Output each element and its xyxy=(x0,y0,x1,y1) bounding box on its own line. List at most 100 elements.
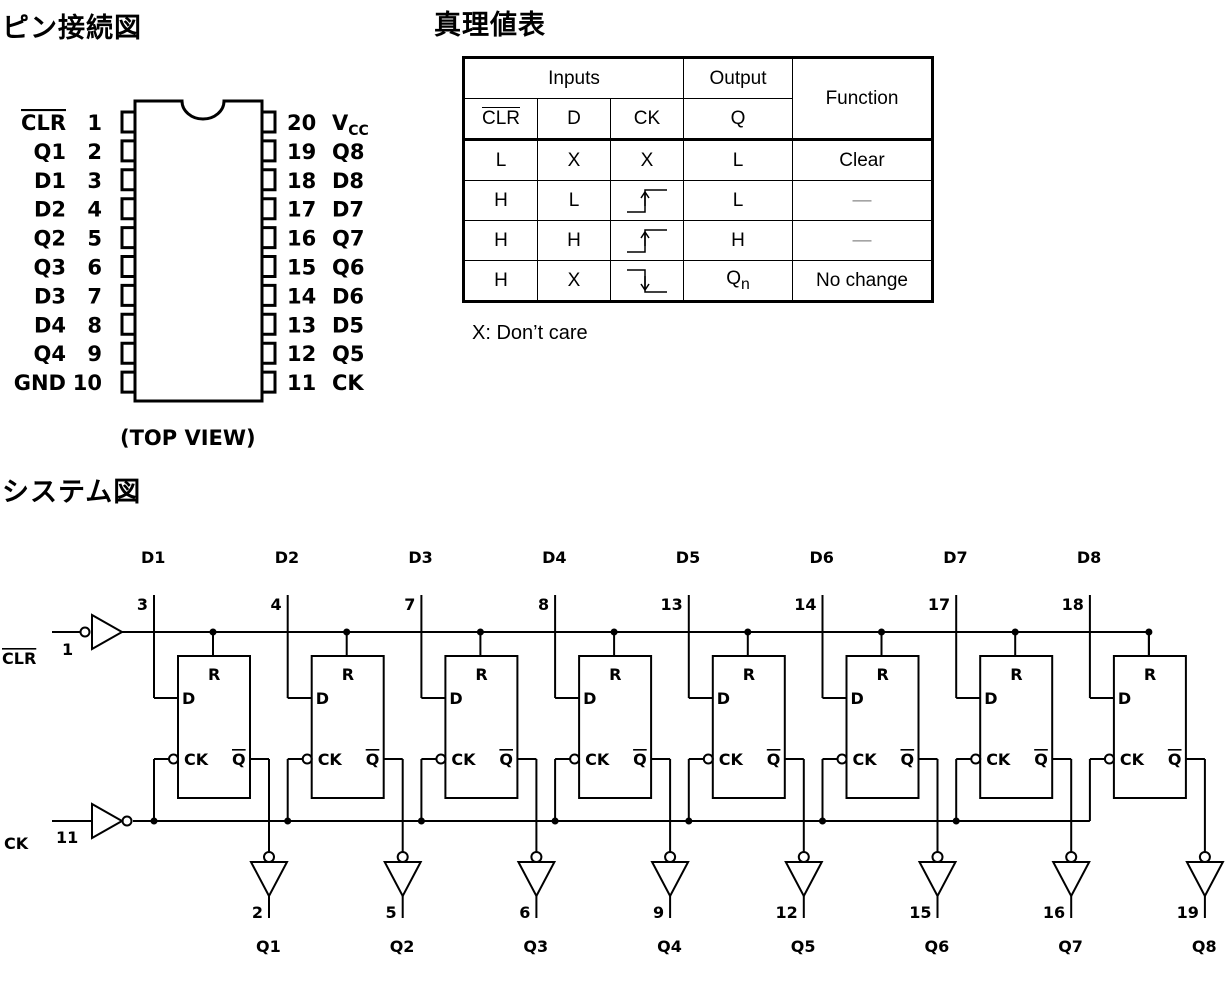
falling-edge-icon xyxy=(627,268,667,293)
dont-care-note: X: Don’t care xyxy=(472,322,588,344)
pin-lead xyxy=(262,312,277,336)
clr-column-header: CLR xyxy=(481,107,520,129)
junction-dot xyxy=(952,817,960,825)
pin-number: 18 xyxy=(287,169,316,193)
output-buffer-triangle xyxy=(917,861,958,899)
function-header: Function xyxy=(792,57,933,141)
junction-dot xyxy=(878,628,885,636)
q-pin-number: 19 xyxy=(1177,903,1199,922)
table-row: H X Qn No change xyxy=(463,260,933,302)
d-input-label: D3 xyxy=(408,548,432,567)
ck-pin-number: 11 xyxy=(56,828,78,847)
pin-name: D8 xyxy=(332,169,364,193)
d-pin-number: 13 xyxy=(661,595,683,614)
inversion-bubble xyxy=(121,815,133,827)
q-pin-number: 9 xyxy=(653,903,664,922)
pin-lead xyxy=(262,139,277,163)
pin-number: 3 xyxy=(87,169,102,193)
q-cell: L xyxy=(683,180,793,221)
ff-d-label: D xyxy=(583,689,596,708)
inversion-bubble xyxy=(1198,851,1211,863)
q-output-label: Q6 xyxy=(925,937,950,956)
pin-name: D7 xyxy=(332,198,364,222)
junction-dot xyxy=(551,817,559,825)
d-cell: X xyxy=(537,260,611,302)
table-row: H L L — xyxy=(463,180,933,221)
ck-cell xyxy=(610,220,684,261)
pin-number: 10 xyxy=(73,371,102,395)
pin-number: 14 xyxy=(287,284,316,308)
pin-number: 20 xyxy=(287,111,316,135)
q-pin-number: 5 xyxy=(386,903,397,922)
buffer-triangle xyxy=(91,802,125,840)
table-row: H H H — xyxy=(463,220,933,261)
inversion-bubble xyxy=(301,753,313,765)
pin-name: Q7 xyxy=(332,227,364,251)
d-pin-number: 14 xyxy=(794,595,816,614)
d-input-label: D4 xyxy=(542,548,566,567)
q-column-header: Q xyxy=(683,98,793,141)
pin-lead xyxy=(262,197,277,221)
ff-d-label: D xyxy=(1118,689,1131,708)
pin-number: 2 xyxy=(87,140,102,164)
pin-name: CLR xyxy=(21,111,66,135)
inversion-bubble xyxy=(836,753,848,765)
ff-d-label: D xyxy=(449,689,462,708)
function-cell: Clear xyxy=(792,139,933,181)
q-output-label: Q4 xyxy=(657,937,682,956)
pin-name: VCC xyxy=(332,111,369,139)
d-input-label: D2 xyxy=(275,548,299,567)
function-cell: — xyxy=(792,220,933,261)
pin-number: 11 xyxy=(287,371,316,395)
pin-lead xyxy=(120,226,135,250)
q-pin-number: 15 xyxy=(909,903,931,922)
pin-number: 1 xyxy=(87,111,102,135)
junction-dot xyxy=(1011,628,1019,636)
clr-cell: L xyxy=(463,139,538,181)
inversion-bubble xyxy=(970,753,982,765)
pin-name: CK xyxy=(332,371,364,395)
inversion-bubble xyxy=(702,753,714,765)
output-buffer-triangle xyxy=(650,861,690,899)
rising-edge-icon xyxy=(627,228,667,253)
table-row: L X X L Clear xyxy=(463,139,933,181)
inversion-bubble xyxy=(168,753,179,765)
q-subscript: n xyxy=(740,275,750,293)
ff-d-label: D xyxy=(717,689,730,708)
pin-name: Q1 xyxy=(34,140,66,164)
pin-number: 4 xyxy=(87,198,102,222)
ff-d-label: D xyxy=(984,689,997,708)
pin-lead xyxy=(262,283,277,307)
pin-lead xyxy=(120,139,135,163)
q-output-label: Q7 xyxy=(1058,937,1083,956)
q-output-label: Q1 xyxy=(256,937,281,956)
q-output-label: Q5 xyxy=(791,937,816,956)
pin-lead xyxy=(120,312,135,336)
pin-lead xyxy=(120,168,135,192)
junction-dot xyxy=(610,628,618,636)
output-buffer-triangle xyxy=(1051,861,1091,899)
ff-ck-label: CK xyxy=(451,750,476,769)
system-diagram-heading: システム図 xyxy=(2,477,142,508)
rising-edge-icon xyxy=(627,188,667,213)
pin-name: Q2 xyxy=(34,227,66,251)
ff-r-label: R xyxy=(743,665,755,684)
junction-dot xyxy=(343,628,351,636)
d-input-label: D5 xyxy=(676,548,700,567)
d-pin-number: 18 xyxy=(1062,595,1084,614)
q-pin-number: 6 xyxy=(519,903,530,922)
ff-d-label: D xyxy=(851,689,864,708)
ff-qbar-label: Q xyxy=(366,750,380,769)
ck-cell: X xyxy=(610,139,684,181)
ck-cell xyxy=(610,260,684,302)
ff-qbar-label: Q xyxy=(232,750,246,769)
junction-dot xyxy=(209,628,217,636)
d-pin-number: 4 xyxy=(271,595,282,614)
d-pin-number: 8 xyxy=(538,595,549,614)
pin-lead xyxy=(262,255,277,278)
output-buffer-triangle xyxy=(516,861,557,899)
inversion-bubble xyxy=(1103,753,1115,765)
